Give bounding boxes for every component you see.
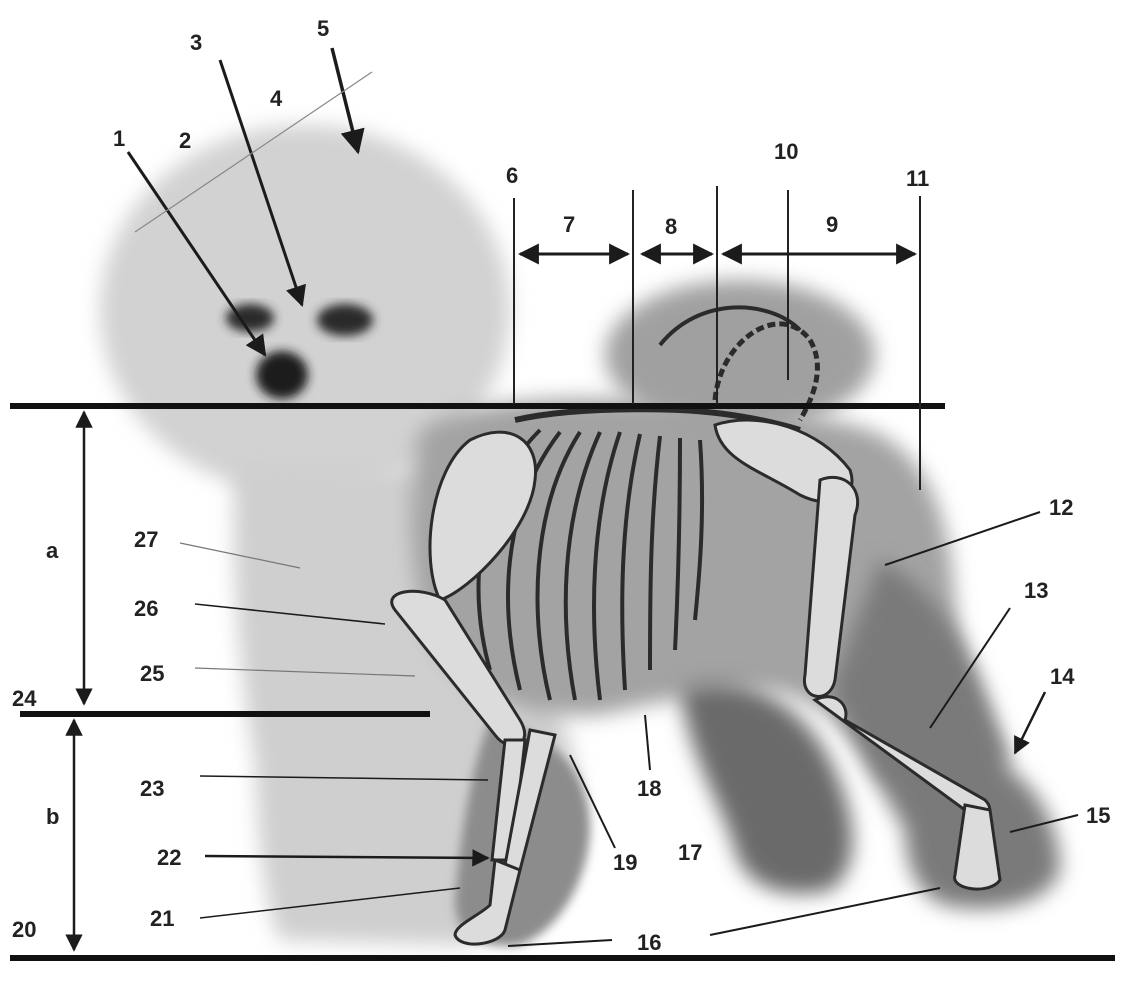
label-5: 5 [317,16,329,41]
label-26: 26 [134,596,158,621]
label-6: 6 [506,163,518,188]
pointer-16-right [710,888,940,935]
label-10: 10 [774,139,798,164]
label-7: 7 [563,212,575,237]
label-20: 20 [12,917,36,942]
label-b: b [46,804,59,829]
nose [256,351,308,399]
label-14: 14 [1050,664,1075,689]
label-18: 18 [637,776,661,801]
label-19: 19 [613,850,637,875]
pointer-18 [645,715,650,770]
label-3: 3 [190,30,202,55]
label-9: 9 [826,212,838,237]
label-11: 11 [906,166,929,191]
label-4: 4 [270,86,283,111]
label-1: 1 [113,126,125,151]
inner-leg-fur [680,684,853,894]
label-21: 21 [150,906,174,931]
label-8: 8 [665,214,677,239]
label-13: 13 [1024,578,1048,603]
label-12: 12 [1049,495,1073,520]
height-arrows [74,412,84,950]
label-a: a [46,538,59,563]
dog-silhouette [100,125,1060,946]
right-eye [317,304,373,336]
label-24: 24 [12,686,37,711]
label-22: 22 [157,845,181,870]
label-16: 16 [637,930,661,955]
label-27: 27 [134,527,158,552]
pointer-14 [1015,692,1045,753]
label-17: 17 [678,840,702,865]
label-2: 2 [179,128,191,153]
label-23: 23 [140,776,164,801]
label-25: 25 [140,661,164,686]
label-15: 15 [1086,803,1110,828]
